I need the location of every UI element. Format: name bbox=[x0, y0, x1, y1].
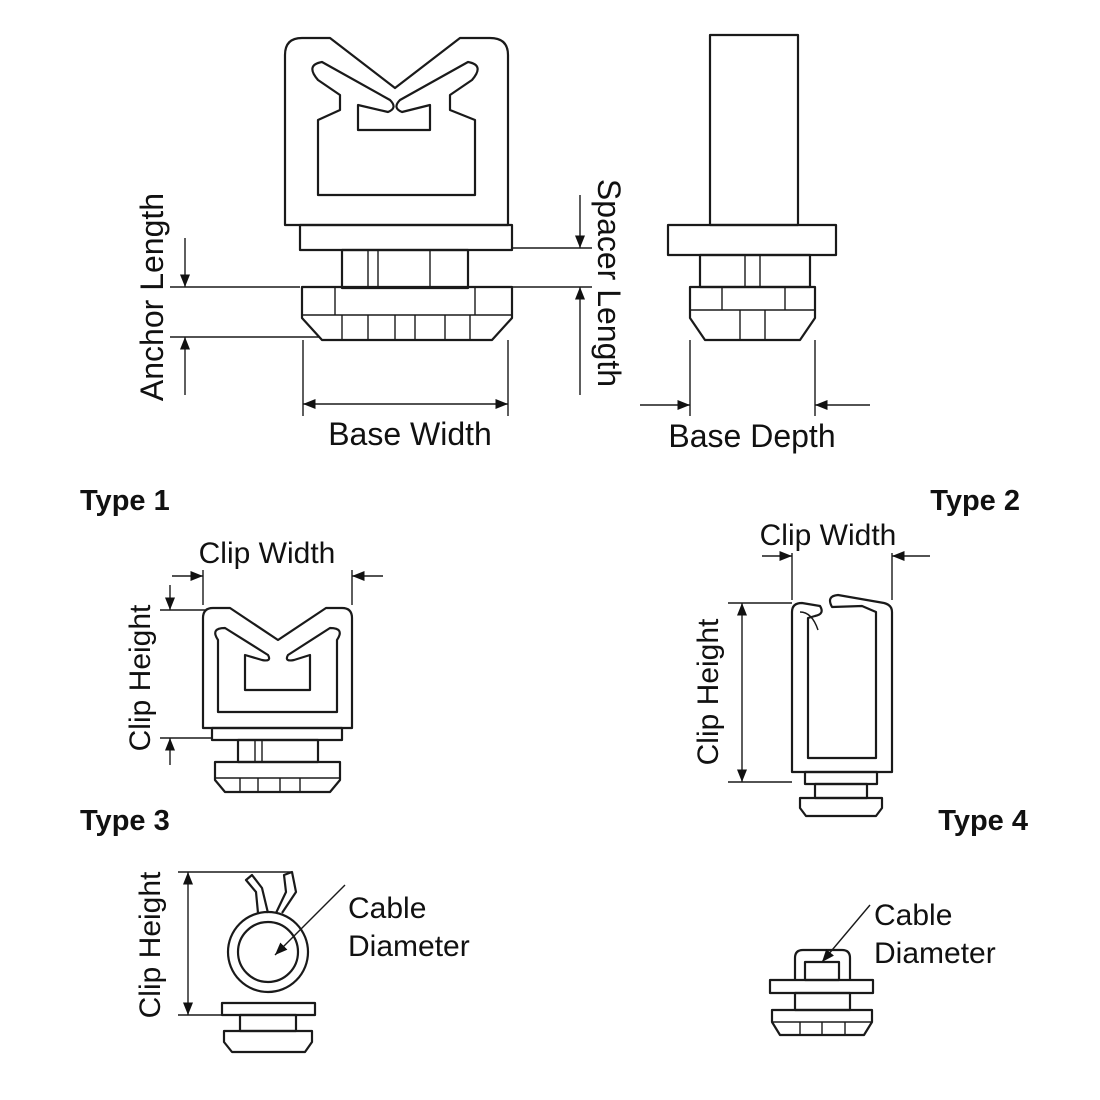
type-4: Type 4 Cable Diameter bbox=[768, 805, 1028, 1037]
type-4-cable-label-line2: Diameter bbox=[874, 937, 996, 970]
type-2-title: Type 2 bbox=[930, 485, 1020, 517]
anchor-length-label: Anchor Length bbox=[134, 193, 170, 401]
spacer-length-dimension: Spacer Length bbox=[512, 179, 627, 395]
type-2-clip-width-label: Clip Width bbox=[760, 519, 897, 552]
type-1: Type 1 Clip Width Clip Height bbox=[80, 485, 383, 794]
type-4-title: Type 4 bbox=[938, 805, 1028, 837]
type-4-cable-label-line1: Cable bbox=[874, 899, 952, 932]
type-3-cable-label-line2: Diameter bbox=[348, 930, 470, 963]
type-3-cable-label-line1: Cable bbox=[348, 892, 426, 925]
base-depth-dimension: Base Depth bbox=[640, 340, 870, 454]
type-1-clip-width-label: Clip Width bbox=[199, 537, 336, 570]
anchor-length-dimension: Anchor Length bbox=[134, 193, 320, 401]
side-view bbox=[666, 33, 838, 342]
base-width-dimension: Base Width bbox=[302, 340, 509, 452]
type-2-clip-height-label: Clip Height bbox=[692, 618, 725, 765]
type-3-title: Type 3 bbox=[80, 805, 170, 837]
spacer-length-label: Spacer Length bbox=[591, 179, 627, 387]
front-view bbox=[283, 36, 514, 342]
type-1-clip-height-label: Clip Height bbox=[124, 604, 157, 751]
type-3-clip-height-label: Clip Height bbox=[134, 871, 167, 1018]
type-2: Type 2 Clip Width Clip Height bbox=[692, 485, 1020, 818]
type-3: Type 3 Clip Height Cable Diameter bbox=[80, 805, 470, 1054]
base-width-label: Base Width bbox=[328, 416, 492, 452]
base-depth-label: Base Depth bbox=[668, 418, 835, 454]
type-1-title: Type 1 bbox=[80, 485, 170, 517]
